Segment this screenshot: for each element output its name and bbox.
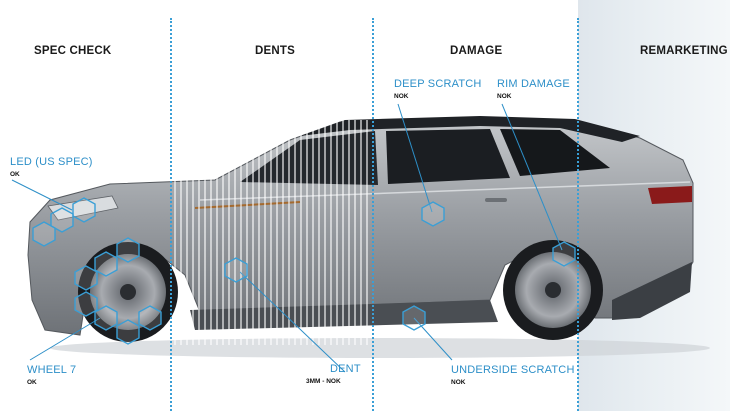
annotation-rim-damage-status: NOK (497, 93, 512, 100)
head-light (47, 195, 119, 221)
annotation-underside-scratch-label: UNDERSIDE SCRATCH (451, 364, 575, 376)
annotation-wheel-status: OK (27, 379, 37, 386)
hex-wheel-7 (138, 305, 162, 331)
annotation-rim-damage-label: RIM DAMAGE (497, 78, 570, 90)
hex-wheel-1 (116, 237, 140, 263)
leader-dent (239, 271, 346, 373)
front-wheel (78, 242, 178, 342)
tail-light (648, 186, 692, 204)
middle-window (386, 129, 510, 184)
leader-led (11, 179, 73, 211)
hex-wheel-2 (94, 251, 118, 277)
annotation-wheel-label: WHEEL 7 (27, 364, 77, 376)
section-title-damage: DAMAGE (450, 45, 503, 57)
section-title-remarketing: REMARKETING (640, 45, 728, 57)
annotation-dent-label: DENT (330, 363, 361, 375)
divider-2 (372, 18, 374, 411)
annotation-deep-scratch-label: DEEP SCRATCH (394, 78, 482, 90)
hex-led-3 (32, 221, 56, 247)
hex-deep-scratch (421, 201, 445, 227)
annotation-deep-scratch-status: NOK (394, 93, 409, 100)
door-handle-rear (485, 198, 507, 202)
annotation-led-status: OK (10, 171, 20, 178)
hex-wheel-5 (94, 305, 118, 331)
divider-1 (170, 18, 172, 411)
hex-wheel-4 (74, 291, 98, 317)
hex-underside-scratch (402, 305, 426, 331)
section-title-dents: DENTS (255, 45, 295, 57)
hex-dent (224, 257, 248, 283)
annotation-underside-scratch-status: NOK (451, 379, 466, 386)
hex-led-2 (50, 207, 74, 233)
annotation-led-label: LED (US SPEC) (10, 156, 93, 168)
hex-wheel-3 (74, 265, 98, 291)
rear-bumper (612, 262, 692, 320)
roof-panel (300, 116, 640, 142)
divider-3 (577, 18, 579, 411)
dent-scan-overlay (172, 120, 372, 345)
hex-wheel-6 (116, 319, 140, 345)
ground-shadow (50, 338, 710, 358)
leader-deep-scratch (397, 103, 433, 213)
leader-rim-damage (501, 103, 563, 251)
hex-led-1 (72, 197, 96, 223)
annotation-dent-status: 3MM - NOK (306, 378, 341, 385)
hex-rim-damage (552, 241, 576, 267)
leader-wheel (29, 317, 101, 361)
hex-markers (32, 197, 576, 345)
rear-window (500, 129, 610, 176)
leader-underside-scratch (413, 317, 453, 361)
section-title-spec-check: SPEC CHECK (34, 45, 112, 57)
